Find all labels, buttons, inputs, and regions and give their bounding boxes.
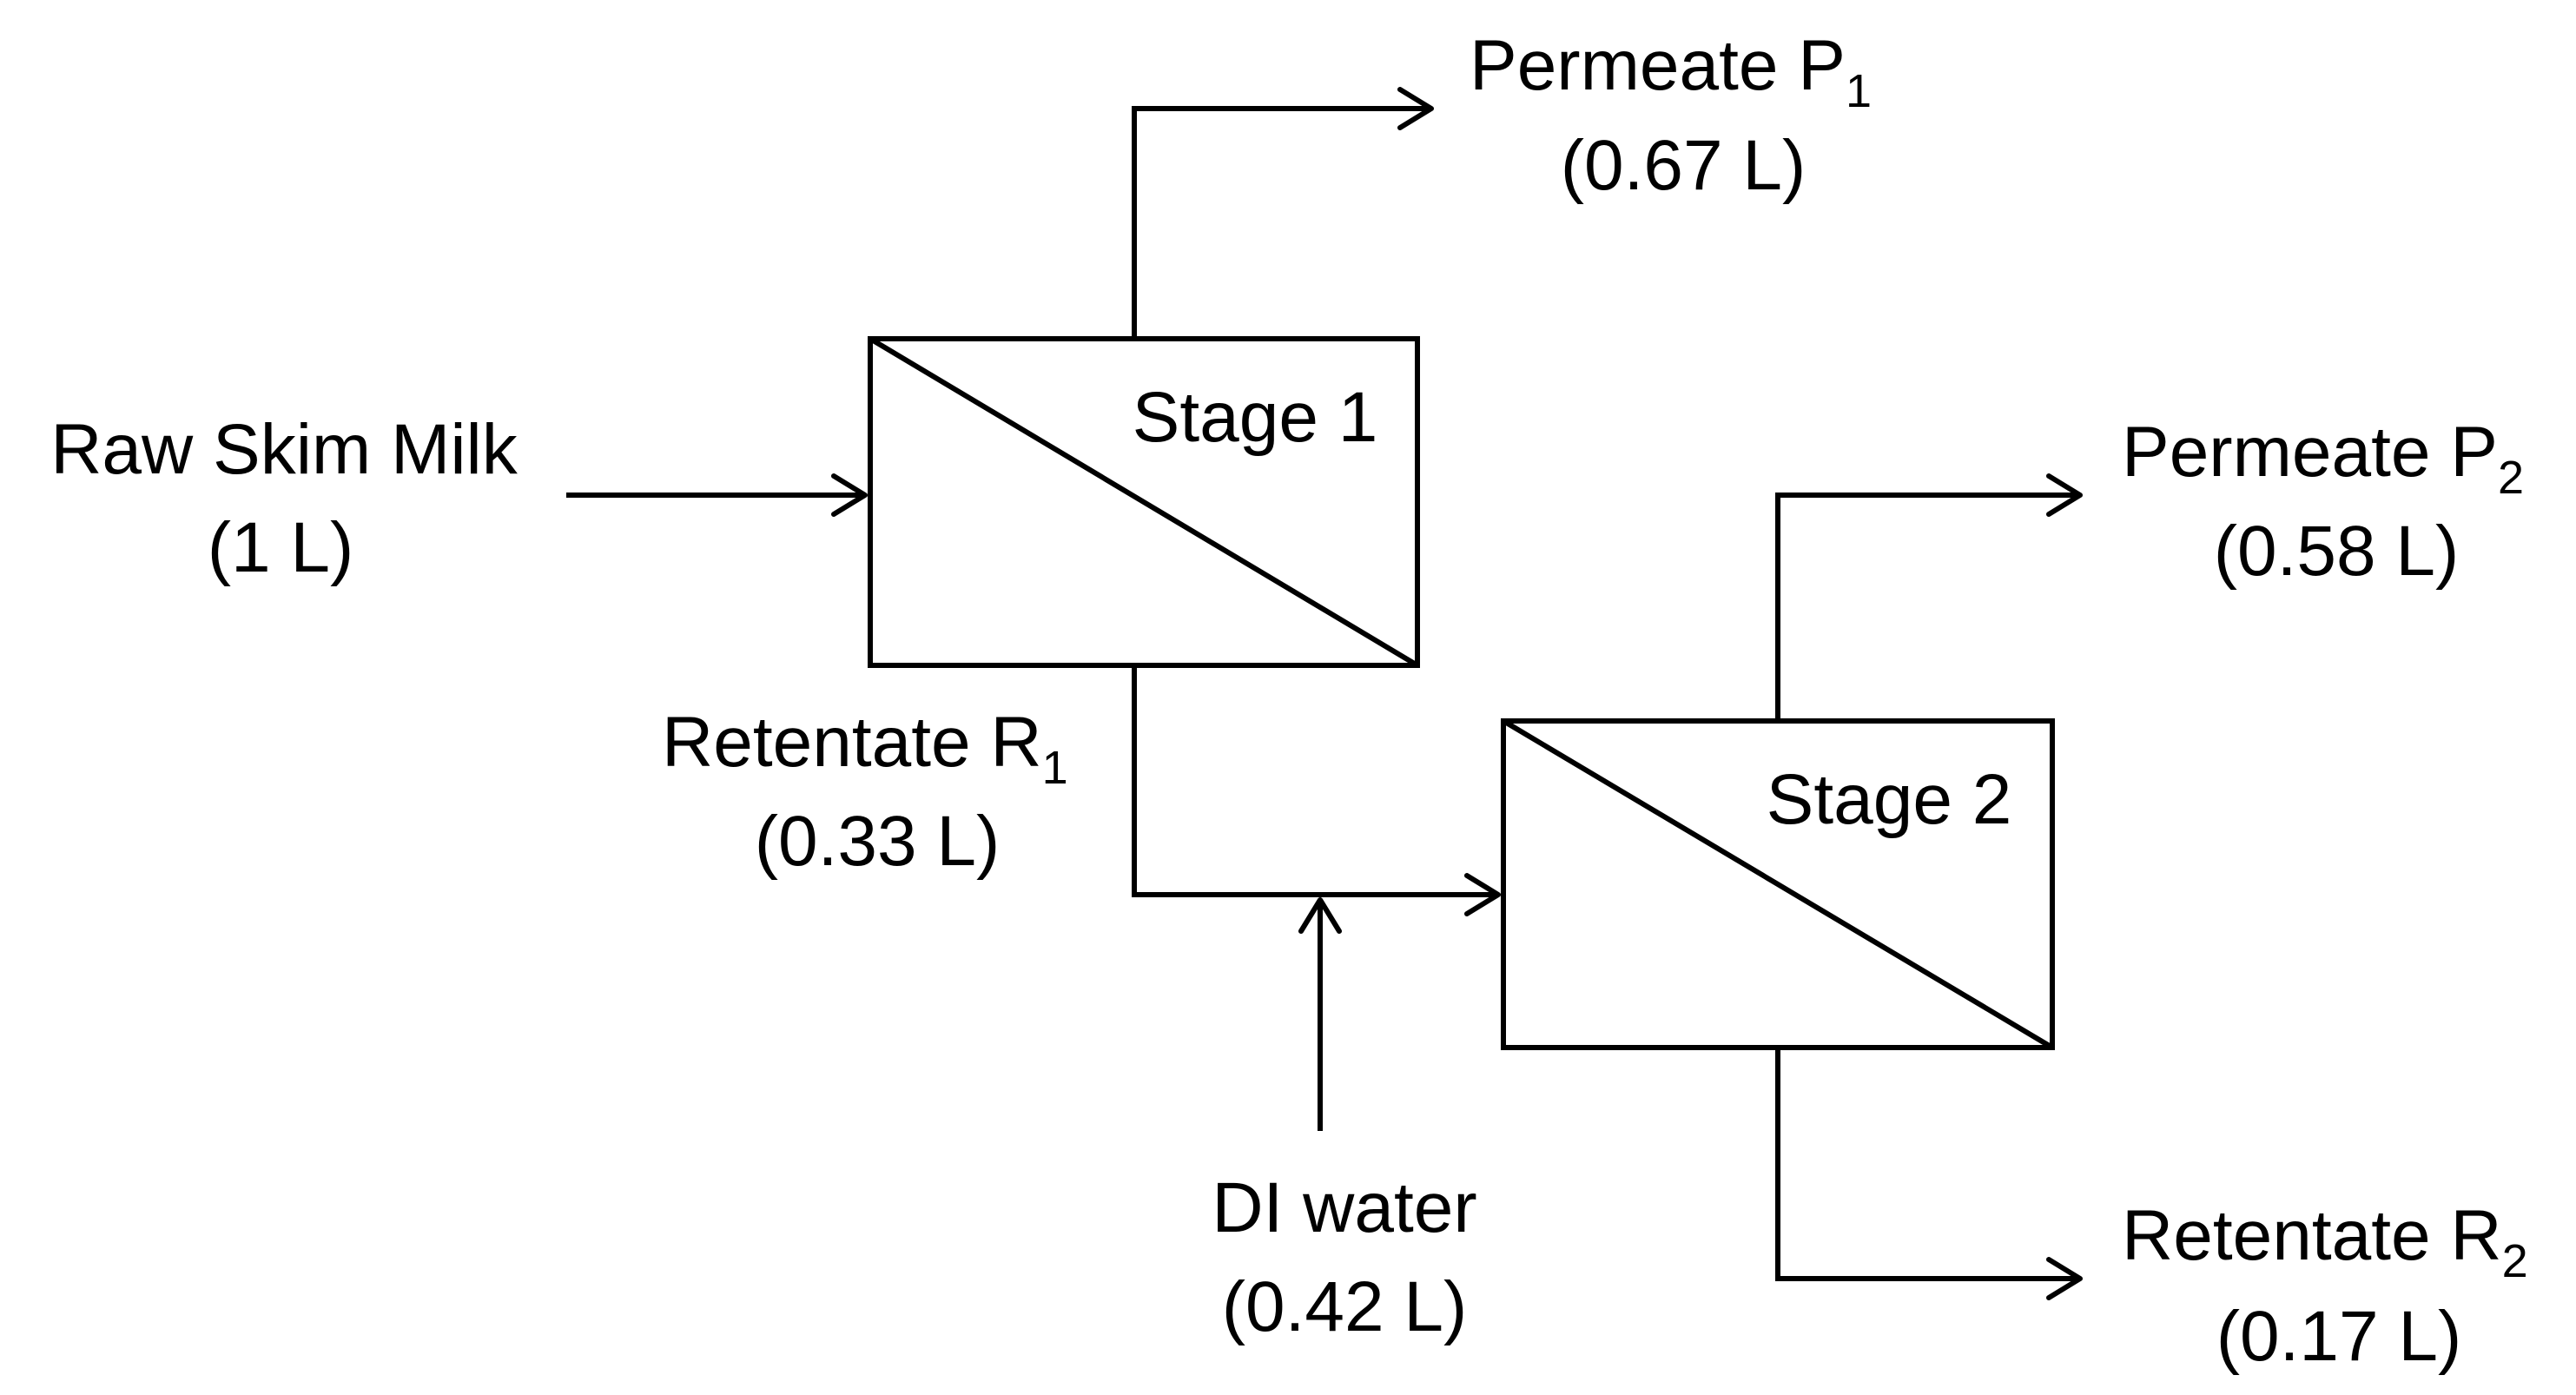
feed-name-label: Raw Skim Milk xyxy=(50,410,519,489)
di-water-arrowhead xyxy=(1298,897,1342,934)
permeate-2-name-label: Permeate P2 xyxy=(2122,413,2524,504)
retentate-1-subscript: 1 xyxy=(1042,742,1068,794)
retentate-1-line xyxy=(1132,665,1498,897)
permeate-1-volume-label: (0.67 L) xyxy=(1561,126,1807,205)
permeate-2-line xyxy=(1775,493,2080,721)
retentate-1-name-label: Retentate R1 xyxy=(662,703,1068,794)
stage-1-unit: Stage 1 xyxy=(868,336,1420,668)
retentate-2-subscript: 2 xyxy=(2502,1235,2528,1287)
di-water-stream: DI water (0.42 L) xyxy=(1212,897,1477,1346)
stage-1-membrane-line xyxy=(869,336,1419,668)
permeate-1-arrowhead xyxy=(1397,87,1434,130)
retentate-1-stream: Retentate R1 (0.33 L) xyxy=(662,665,1501,916)
retentate-1-arrowhead xyxy=(1464,873,1501,916)
stage-2-label: Stage 2 xyxy=(1767,760,2012,839)
retentate-1-volume-label: (0.33 L) xyxy=(755,802,1001,881)
permeate-2-arrowhead xyxy=(2046,473,2083,517)
permeate-2-volume-label: (0.58 L) xyxy=(2214,512,2460,591)
stage-2-unit: Stage 2 xyxy=(1501,718,2055,1050)
stage-2-membrane-line xyxy=(1502,718,2054,1050)
retentate-2-stream: Retentate R2 (0.17 L) xyxy=(1775,1048,2528,1376)
permeate-1-stream: Permeate P1 (0.67 L) xyxy=(1132,26,1872,339)
retentate-2-volume-label: (0.17 L) xyxy=(2216,1297,2462,1376)
retentate-1-name-text: Retentate R xyxy=(662,703,1042,782)
permeate-2-stream: Permeate P2 (0.58 L) xyxy=(1775,413,2524,721)
retentate-2-name-text: Retentate R xyxy=(2122,1196,2502,1275)
permeate-2-subscript: 2 xyxy=(2498,452,2524,504)
permeate-1-line xyxy=(1132,106,1431,339)
retentate-2-name-label: Retentate R2 xyxy=(2122,1196,2528,1287)
permeate-2-name-text: Permeate P xyxy=(2122,413,2498,492)
feed-volume-label: (1 L) xyxy=(208,508,354,587)
permeate-1-subscript: 1 xyxy=(1846,65,1872,117)
permeate-1-name-label: Permeate P1 xyxy=(1470,26,1872,117)
feed-arrowhead xyxy=(831,473,868,517)
stage-1-label: Stage 1 xyxy=(1133,378,1378,457)
permeate-1-name-text: Permeate P xyxy=(1470,26,1846,105)
retentate-2-line xyxy=(1775,1048,2080,1281)
retentate-2-arrowhead xyxy=(2046,1257,2083,1300)
feed-stream: Raw Skim Milk (1 L) xyxy=(50,410,868,587)
di-water-volume-label: (0.42 L) xyxy=(1222,1267,1468,1346)
di-water-name-label: DI water xyxy=(1212,1168,1476,1247)
